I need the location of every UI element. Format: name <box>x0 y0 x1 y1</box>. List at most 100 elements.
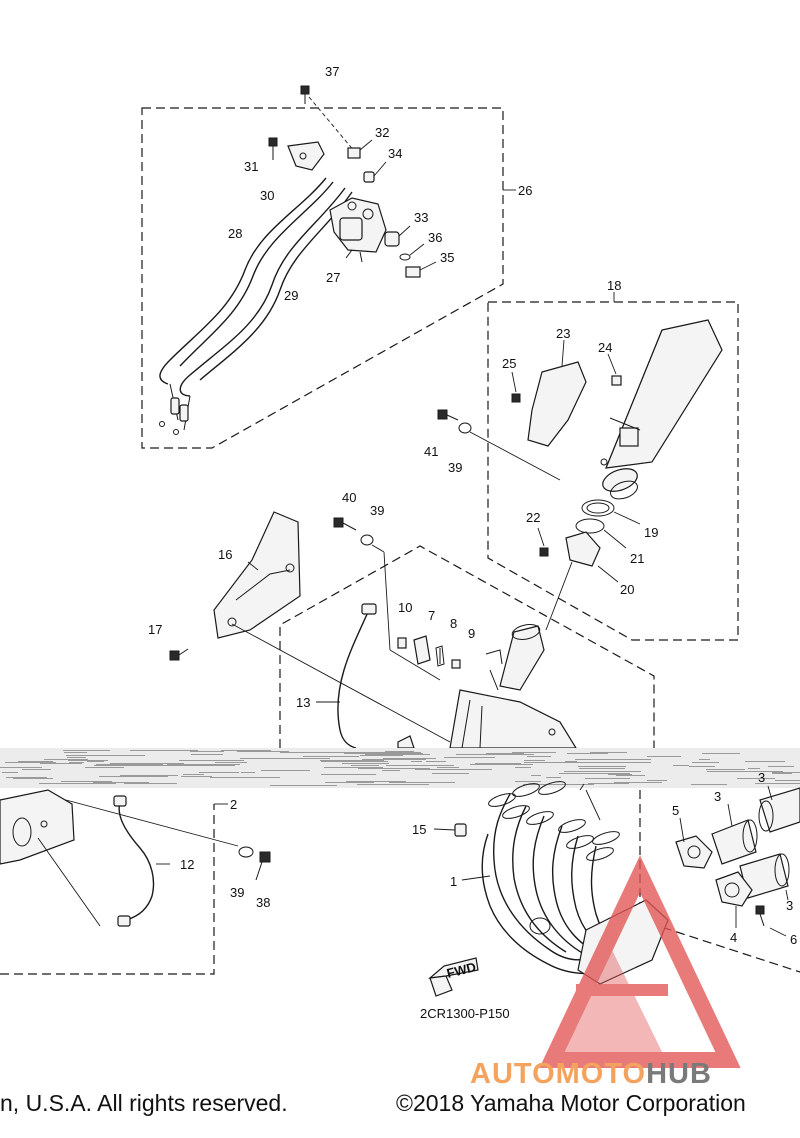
noise-streak <box>444 757 495 758</box>
callout-23: 23 <box>556 326 570 341</box>
callout-17: 17 <box>148 622 162 637</box>
callout-30: 30 <box>260 188 274 203</box>
noise-streak <box>13 778 53 779</box>
noise-streak <box>96 764 163 765</box>
noise-streak <box>432 773 469 774</box>
noise-streak <box>585 778 630 779</box>
noise-streak <box>106 755 116 756</box>
throttle-body-27 <box>329 197 387 263</box>
noise-streak <box>325 782 374 783</box>
noise-streak <box>362 759 426 760</box>
clamp-21 <box>575 518 605 534</box>
noise-streak <box>616 775 645 776</box>
diagram-code: 2CR1300-P150 <box>420 1006 510 1021</box>
callout-33: 33 <box>414 210 428 225</box>
exhaust-pipe-group-boundary <box>279 545 655 748</box>
noise-streak <box>269 758 330 759</box>
callout-40: 40 <box>342 490 356 505</box>
noise-streak <box>411 761 422 762</box>
noise-streak <box>579 768 625 769</box>
noise-streak <box>772 772 800 773</box>
noise-streak <box>22 769 51 770</box>
noise-streak <box>67 757 86 758</box>
noise-streak <box>40 763 82 764</box>
noise-streak <box>515 767 531 768</box>
callout-41: 41 <box>424 444 438 459</box>
callout-39-a: 39 <box>448 460 462 475</box>
noise-streak <box>365 754 430 755</box>
callout-19: 19 <box>644 525 658 540</box>
noise-streak <box>124 783 177 784</box>
callout-13: 13 <box>296 695 310 710</box>
noise-streak <box>66 755 109 756</box>
group-26-boundary <box>141 107 504 449</box>
callout-38: 38 <box>256 895 270 910</box>
noise-streak <box>737 778 775 779</box>
noise-streak <box>699 759 710 760</box>
callout-22: 22 <box>526 510 540 525</box>
noise-streak <box>546 777 561 778</box>
noise-streak <box>280 752 351 753</box>
callout-18: 18 <box>607 278 621 293</box>
noise-streak <box>692 762 719 763</box>
muffler-left-2 <box>0 789 75 865</box>
callout-5: 5 <box>672 803 679 818</box>
noise-streak <box>351 765 379 766</box>
noise-streak <box>523 784 594 785</box>
noise-streak <box>582 773 630 774</box>
noise-streak <box>321 761 388 762</box>
noise-streak <box>673 765 689 766</box>
noise-streak <box>491 763 521 764</box>
noise-streak <box>444 782 455 783</box>
o2-sensor-13 <box>337 611 369 749</box>
noise-streak <box>564 771 641 772</box>
callout-24: 24 <box>598 340 612 355</box>
callout-8: 8 <box>450 616 457 631</box>
callout-34: 34 <box>388 146 402 161</box>
fwd-label: FWD <box>445 959 477 981</box>
callout-37: 37 <box>325 64 339 79</box>
callout-32: 32 <box>375 125 389 140</box>
noise-streak <box>191 754 223 755</box>
noise-streak <box>524 760 545 761</box>
noise-streak <box>221 750 262 751</box>
noise-streak <box>62 783 88 784</box>
callout-3-b: 3 <box>758 770 765 785</box>
heat-protector-23 <box>527 361 587 447</box>
noise-streak <box>0 767 42 768</box>
noise-streak <box>576 762 651 763</box>
callout-16: 16 <box>218 547 232 562</box>
noise-streak <box>94 765 170 766</box>
noise-streak <box>181 776 212 777</box>
noise-streak <box>768 766 794 767</box>
noise-streak <box>93 782 149 783</box>
noise-streak <box>85 767 124 768</box>
noise-streak <box>261 770 310 771</box>
muffler-18 <box>600 319 723 500</box>
noise-streak <box>382 770 400 771</box>
noise-streak <box>69 762 84 763</box>
noise-streak <box>110 763 184 764</box>
noise-streak <box>215 762 247 763</box>
noise-streak <box>689 766 715 767</box>
noise-streak <box>343 752 421 753</box>
band-20 <box>565 531 601 567</box>
noise-streak <box>241 772 255 773</box>
callout-25: 25 <box>502 356 516 371</box>
noise-streak <box>199 772 239 773</box>
callout-39-b: 39 <box>370 503 384 518</box>
noise-streak <box>590 752 627 753</box>
noise-streak <box>389 782 446 783</box>
watermark-logo <box>539 855 741 1068</box>
o2-sensor-12 <box>118 801 155 921</box>
noise-streak <box>512 752 556 753</box>
noise-streak <box>195 764 240 765</box>
noise-streak <box>112 755 145 756</box>
noise-streak <box>531 775 541 776</box>
noise-streak <box>385 751 414 752</box>
callout-6: 6 <box>790 932 797 947</box>
callout-4: 4 <box>730 930 737 945</box>
callout-39-c: 39 <box>230 885 244 900</box>
noise-streak <box>486 753 524 754</box>
